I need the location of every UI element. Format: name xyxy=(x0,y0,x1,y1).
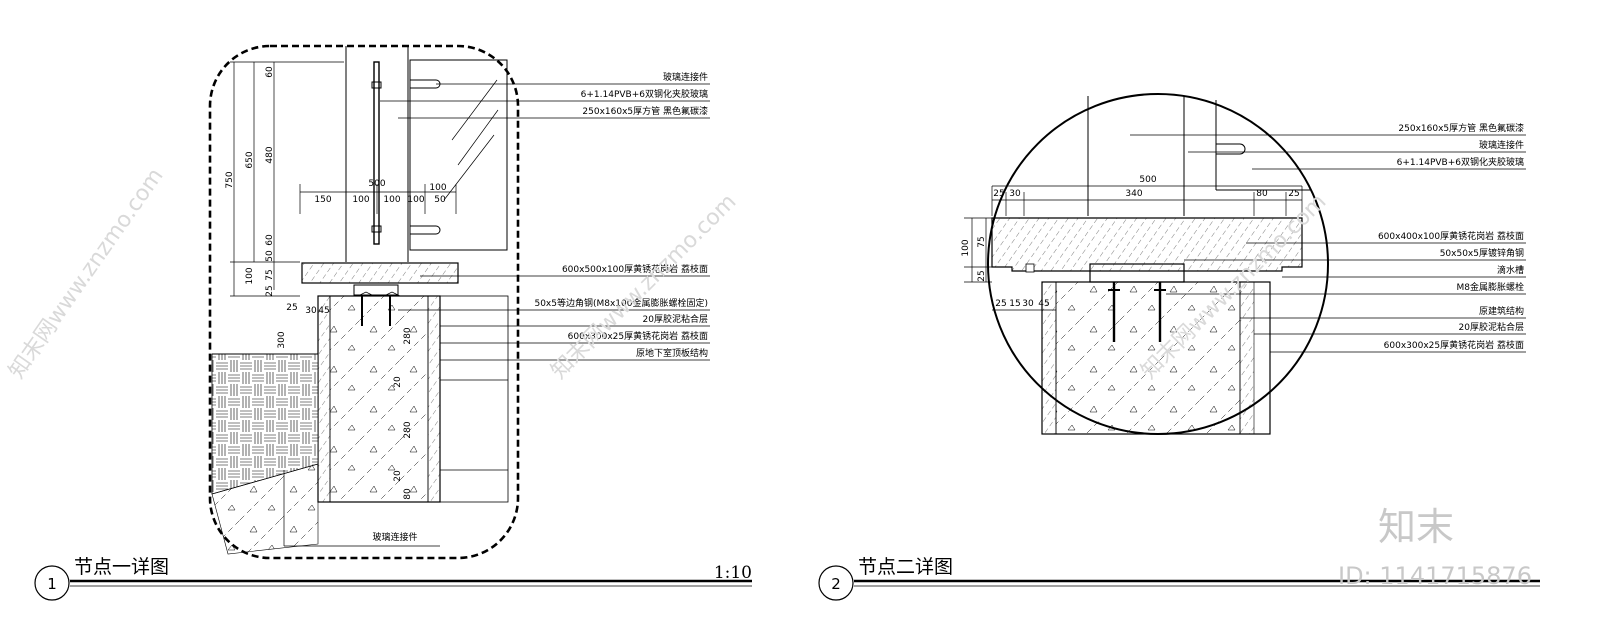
detail-1-callout-boundary xyxy=(208,44,520,560)
label2-drip-groove: 滴水槽 xyxy=(1497,264,1524,276)
label-angle-steel: 50x5等边角钢(M8x100金属膨胀螺栓固定) xyxy=(534,297,708,309)
dim2-80: 80 xyxy=(1256,189,1268,199)
detail-1-leaders xyxy=(380,83,710,361)
dim-25: 25 xyxy=(265,285,275,296)
label-cladding: 600x300x25厚黄锈花岗岩 荔枝面 xyxy=(568,330,708,342)
glass-connector-rod xyxy=(373,61,380,245)
dim-50-h: 50 xyxy=(434,195,446,205)
dim2-75: 75 xyxy=(977,236,987,247)
dim-small-25: 25 xyxy=(286,303,297,313)
dim-650: 650 xyxy=(245,151,255,168)
detail-2-dimensions: 500 25 30 340 80 25 100 75 25 25 15 30 4… xyxy=(961,175,1300,309)
label-capstone: 600x500x100厚黄锈花岗岩 荔枝面 xyxy=(562,263,708,275)
concrete-core xyxy=(329,295,429,503)
dim-50: 50 xyxy=(265,250,275,262)
dim-60-top: 60 xyxy=(265,66,275,78)
detail-2-title: 节点二详图 xyxy=(858,556,953,578)
detail-1-dimensions: 750 650 480 60 60 50 75 100 25 300 500 1… xyxy=(225,66,447,500)
detail-1-labels: 玻璃连接件 6+1.14PVB+6双钢化夹胶玻璃 250x160x5厚方管 黑色… xyxy=(372,71,708,543)
dim-480: 480 xyxy=(265,146,275,163)
dim2-b30: 30 xyxy=(1022,299,1034,309)
dim-20-a: 20 xyxy=(393,376,403,388)
dim2-b45: 45 xyxy=(1038,299,1049,309)
dim2-500: 500 xyxy=(1139,175,1156,185)
glass-panel xyxy=(409,59,508,251)
dim-280-a: 280 xyxy=(403,327,413,344)
dim-100-d: 100 xyxy=(429,183,446,193)
watermark-text-1: 知末网www.znzmo.com xyxy=(4,164,168,384)
dim-750: 750 xyxy=(225,171,235,188)
label-roof-slab: 原地下室顶板结构 xyxy=(636,347,708,359)
detail-1-number-circle xyxy=(34,565,70,601)
label-adhesive-layer: 20厚胶泥粘合层 xyxy=(643,313,708,325)
dim-500: 500 xyxy=(368,179,385,189)
label-bottom-connector: 玻璃连接件 xyxy=(372,531,417,543)
dim2-b15: 15 xyxy=(1009,299,1020,309)
label2-expansion-bolt: M8金属膨胀螺栓 xyxy=(1457,281,1525,293)
dim2-25: 25 xyxy=(977,270,987,281)
dim-100-c: 100 xyxy=(407,195,424,205)
label-glass-connector: 玻璃连接件 xyxy=(663,71,708,83)
detail-1-scale: 1:10 xyxy=(714,563,752,583)
detail-2-labels: 250x160x5厚方管 黑色氟碳漆 玻璃连接件 6+1.14PVB+6双钢化夹… xyxy=(1378,122,1524,351)
detail-2-leaders xyxy=(1130,134,1526,353)
label2-square-tube: 250x160x5厚方管 黑色氟碳漆 xyxy=(1398,122,1524,134)
label2-structure: 原建筑结构 xyxy=(1479,305,1524,317)
label2-capstone: 600x400x100厚黄锈花岗岩 荔枝面 xyxy=(1378,230,1524,242)
concrete-core-2 xyxy=(1055,281,1241,435)
dim-small-45: 45 xyxy=(318,306,329,316)
dim2-340: 340 xyxy=(1125,189,1142,199)
detail-2: 250x160x5厚方管 黑色氟碳漆 玻璃连接件 6+1.14PVB+6双钢化夹… xyxy=(818,93,1540,601)
dim2-25-left: 25 xyxy=(993,189,1004,199)
capstone-granite-2 xyxy=(991,217,1303,272)
label2-laminated-glass: 6+1.14PVB+6双钢化夹胶玻璃 xyxy=(1397,156,1524,168)
dim2-30: 30 xyxy=(1009,189,1021,199)
detail-1-title: 节点一详图 xyxy=(74,556,169,578)
dim-100: 100 xyxy=(245,267,255,284)
dim2-25-right: 25 xyxy=(1288,189,1299,199)
watermark-logo: 知末 xyxy=(1378,505,1454,549)
label-square-tube: 250x160x5厚方管 黑色氟碳漆 xyxy=(582,105,708,117)
dim-100-a: 100 xyxy=(352,195,369,205)
dim-small-30: 30 xyxy=(305,306,317,316)
label-laminated-glass: 6+1.14PVB+6双钢化夹胶玻璃 xyxy=(581,88,708,100)
label2-cladding: 600x300x25厚黄锈花岗岩 荔枝面 xyxy=(1384,339,1524,351)
dim-80: 80 xyxy=(403,488,413,500)
label2-glass-connector: 玻璃连接件 xyxy=(1479,139,1524,151)
detail-2-number: 2 xyxy=(831,575,841,593)
capstone-granite xyxy=(301,262,459,284)
detail-2-number-circle xyxy=(818,565,854,601)
dim-300: 300 xyxy=(277,331,287,348)
dim-20-b: 20 xyxy=(393,470,403,482)
dim-280-b: 280 xyxy=(403,421,413,438)
detail-1-number: 1 xyxy=(47,575,57,593)
dim-60-bottom: 60 xyxy=(265,234,275,246)
label2-angle-steel: 50x50x5厚镀锌角钢 xyxy=(1440,247,1524,259)
dim2-100: 100 xyxy=(961,239,971,256)
watermark-id: ID: 1141715876 xyxy=(1338,562,1532,590)
dim-75: 75 xyxy=(265,269,275,280)
dim-150: 150 xyxy=(314,195,331,205)
dim-100-b: 100 xyxy=(383,195,400,205)
dim2-b25: 25 xyxy=(995,299,1006,309)
detail-1: 玻璃连接件 6+1.14PVB+6双钢化夹胶玻璃 250x160x5厚方管 黑色… xyxy=(34,44,752,601)
label2-adhesive-layer: 20厚胶泥粘合层 xyxy=(1459,321,1524,333)
